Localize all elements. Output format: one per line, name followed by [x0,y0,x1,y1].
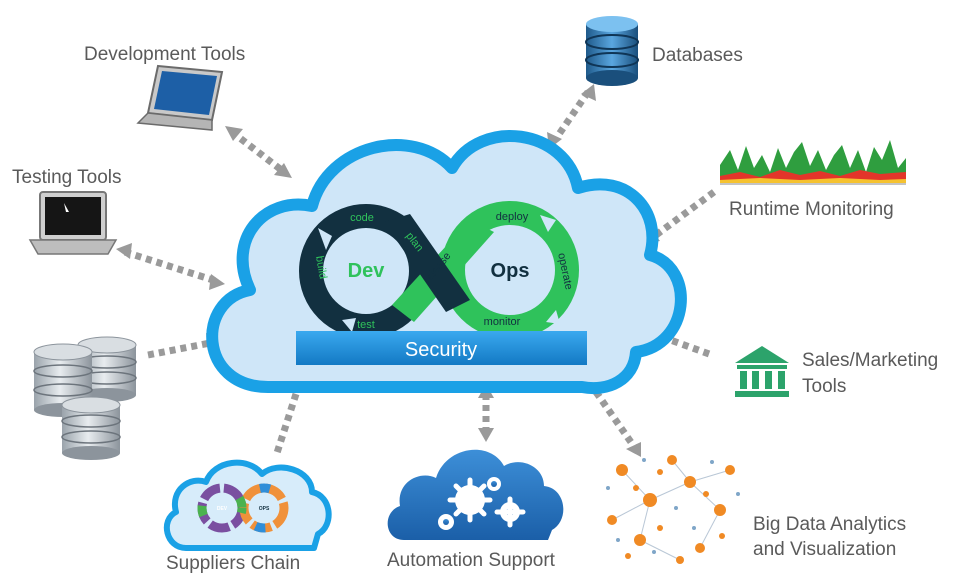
sales-marketing-label-line2: Tools [802,376,847,397]
sales-marketing-label-line1: Sales/Marketing [802,350,939,371]
mini-ops-label: OPS [259,506,270,512]
databases-label: Databases [652,45,743,66]
server-stack-icon [33,336,137,460]
devops-loop-cloud-icon [164,459,332,551]
chart-icon [717,130,910,192]
testing-tools-label: Testing Tools [12,167,122,188]
arrow-development-tools [229,129,287,175]
laptop-icon [28,191,118,255]
connector-arrows [123,90,717,458]
dev-label: Dev [348,260,386,282]
laptop-icon [136,64,224,131]
phase-build: build [313,255,329,280]
security-label: Security [405,339,477,361]
automation-support-label: Automation Support [387,550,555,571]
arrow-servers [147,339,211,359]
phase-monitor: monitor [484,316,521,328]
security-bar [296,331,587,365]
arrow-databases [552,90,591,142]
arrow-runtime-monitoring [649,189,717,241]
database-icon [585,16,639,86]
network-graph-icon [606,455,740,564]
suppliers-chain-label: Suppliers Chain [166,553,301,574]
plan-band [384,214,470,312]
mini-dev-label: DEV [217,506,228,512]
arrow-big-data [593,389,638,451]
phase-code: code [350,212,374,224]
development-tools-label: Development Tools [84,44,246,65]
arrow-testing-tools [123,248,218,285]
big-data-label-line2: and Visualization [753,539,897,560]
devops-infinity-loop [299,201,579,339]
big-data-label-line1: Big Data Analytics [753,514,907,535]
gears-cloud-icon [387,449,564,540]
bank-icon [735,346,789,397]
ops-label: Ops [491,260,530,282]
phase-deploy: deploy [496,211,529,223]
runtime-monitoring-label: Runtime Monitoring [729,199,894,220]
phase-test: test [357,319,375,331]
arrow-suppliers [272,392,300,458]
arrow-sales-marketing [660,333,714,359]
